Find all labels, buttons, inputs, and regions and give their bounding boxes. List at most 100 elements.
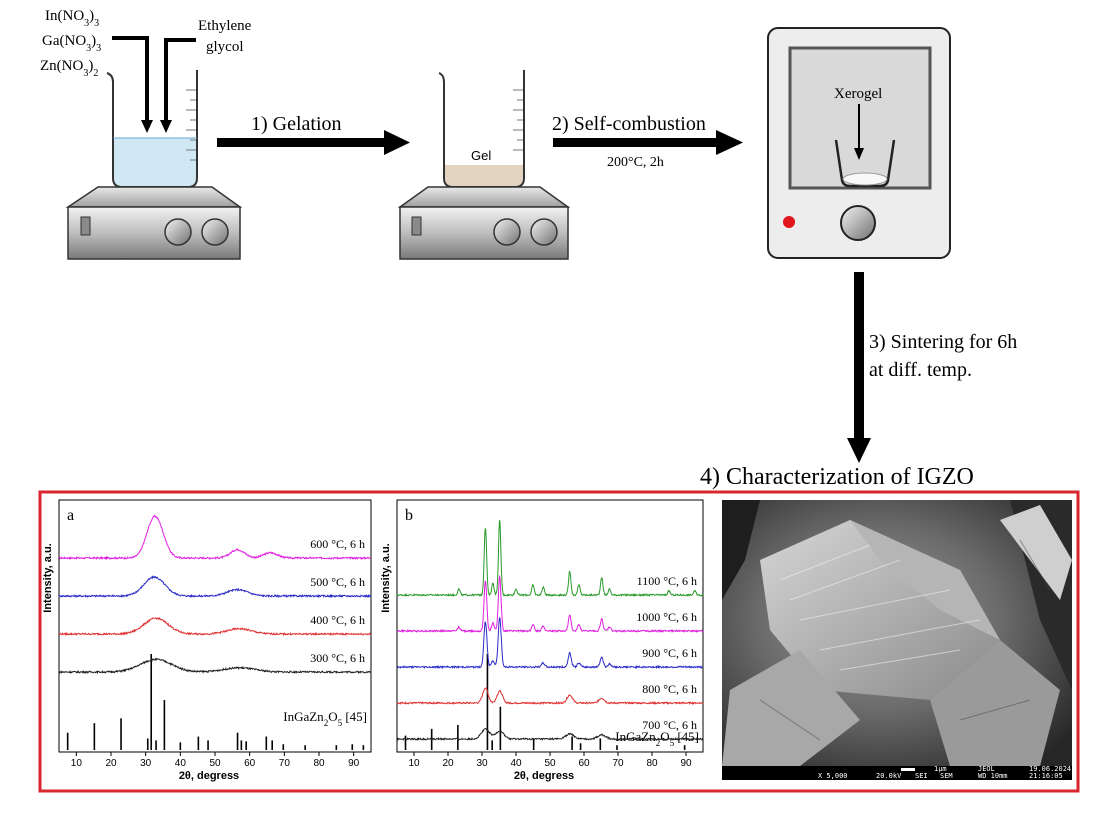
gelation-arrow (217, 130, 410, 155)
xrd-series-line (396, 574, 704, 634)
chart-x-tick-label: 70 (279, 758, 291, 769)
chart-x-tick-label: 10 (408, 758, 420, 769)
chart-x-tick-label: 70 (612, 758, 624, 769)
xrd-series-label: 500 °C, 6 h (310, 575, 365, 589)
sem-mode: SEI (915, 772, 928, 780)
glycol-arrow-head (160, 120, 172, 133)
step-self-combustion-label: 2) Self-combustion (552, 113, 706, 135)
reference-label: InGaZn2O5 [45] (615, 729, 699, 748)
xrd-series-label: 400 °C, 6 h (310, 613, 365, 627)
chart-x-tick-label: 60 (578, 758, 590, 769)
sintering-arrow (847, 272, 871, 463)
xrd-series-line (396, 520, 704, 598)
glycol-feed-arrow (164, 38, 196, 122)
xrd-chart-a: a 10 20 30 40 50 60 70 80 90 2θ, degress Intensity,… (42, 499, 372, 782)
xerogel-label: Xerogel (834, 86, 882, 102)
sem-date: 19.06.2024 (1029, 765, 1071, 773)
xrd-series-line (396, 727, 704, 742)
chart-x-tick-label: 90 (680, 758, 692, 769)
sem-type: SEM (940, 772, 953, 780)
sem-vendor: JEOL (978, 765, 995, 773)
hotplate-1-knob-right (201, 218, 229, 246)
xrd-series-line (396, 687, 704, 706)
chart-x-tick-label: 60 (244, 758, 256, 769)
xrd-series-label: 800 °C, 6 h (642, 682, 697, 696)
furnace-indicator-light (783, 216, 795, 228)
hotplate-1 (65, 186, 243, 260)
chart-y-axis-label: Intensity, a.u. (380, 543, 392, 612)
xrd-chart-b: b 10 20 30 40 50 60 70 80 90 2θ, degress Intensity,… (380, 499, 704, 782)
xrd-series-label: 900 °C, 6 h (642, 646, 697, 660)
results-frame (38, 490, 1080, 793)
hotplate-2 (397, 186, 571, 260)
self-combustion-conditions: 200°C, 2h (607, 155, 664, 170)
chart-x-tick-label: 30 (476, 758, 488, 769)
xrd-series-label: 300 °C, 6 h (310, 651, 365, 665)
step-characterization-title: 4) Characterization of IGZO (700, 464, 974, 490)
chart-plot-frame (396, 499, 704, 753)
chart-x-tick-label: 40 (510, 758, 522, 769)
sem-info-bar (722, 766, 1072, 780)
xerogel-powder (842, 172, 888, 186)
xrd-series-line (58, 575, 372, 599)
hotplate-1-knob-left (164, 218, 192, 246)
chart-x-tick-label: 90 (348, 758, 360, 769)
hotplate-2-knob-right (530, 218, 558, 246)
sem-image: 1μm JEOL 19.06.2024 X 5,000 20.0kV SEI S… (722, 500, 1072, 780)
solution-liquid (114, 138, 196, 186)
chart-x-tick-label: 20 (105, 758, 117, 769)
chart-panel-letter: a (67, 507, 74, 524)
reagent-ga-nitrate: Ga(NO3)3 (42, 33, 101, 54)
xrd-series-line (58, 657, 372, 675)
gel-label: Gel (471, 148, 491, 163)
crucible (834, 139, 896, 188)
beaker-solution (106, 70, 198, 188)
beaker-gel: Gel (438, 70, 525, 188)
chart-y-axis-label: Intensity, a.u. (42, 543, 54, 612)
xrd-series-label: 600 °C, 6 h (310, 537, 365, 551)
reagent-zn-nitrate: Zn(NO3)2 (40, 58, 98, 79)
xrd-series-line (58, 616, 372, 637)
reagent-ethylene: Ethylene (198, 18, 252, 34)
chart-plot-frame (58, 499, 372, 753)
step-sintering-line1: 3) Sintering for 6h (869, 331, 1017, 353)
reagent-glycol: glycol (206, 39, 244, 55)
muffle-furnace: Xerogel (767, 27, 951, 259)
beaker-2-glass (438, 70, 525, 188)
xrd-series-label: 1100 °C, 6 h (637, 574, 697, 588)
chart-x-tick-label: 80 (646, 758, 658, 769)
step-gelation-label: 1) Gelation (251, 113, 342, 135)
self-combustion-arrow (553, 130, 743, 155)
chart-x-axis-label: 2θ, degress (179, 770, 239, 782)
chart-panel-letter: b (405, 507, 413, 524)
sem-working-distance: WD 10mm (978, 772, 1008, 780)
chart-x-tick-label: 30 (140, 758, 152, 769)
sem-scale-bar (901, 768, 915, 771)
nitrate-feed-arrow (112, 36, 149, 122)
chart-x-tick-label: 20 (442, 758, 454, 769)
sem-magnification: X 5,000 (818, 772, 848, 780)
gel-layer (445, 165, 523, 186)
chart-x-tick-label: 50 (544, 758, 556, 769)
xrd-series-label: 700 °C, 6 h (642, 718, 697, 732)
xrd-series-line (59, 514, 371, 561)
sem-voltage: 20.0kV (876, 772, 902, 780)
sem-scale-text: 1μm (934, 765, 947, 773)
reagent-in-nitrate: In(NO3)3 (45, 8, 99, 29)
chart-x-tick-label: 80 (313, 758, 325, 769)
chart-x-tick-label: 50 (209, 758, 221, 769)
reference-label: InGaZn2O5 [45] (283, 709, 367, 728)
beaker-1-graduations (186, 89, 196, 161)
xrd-series-label: 1000 °C, 6 h (636, 610, 697, 624)
sem-time: 21:16:05 (1029, 772, 1063, 780)
nitrate-arrow-head (141, 120, 153, 133)
chart-x-tick-label: 40 (175, 758, 187, 769)
furnace-knob (840, 205, 876, 241)
chart-x-axis-label: 2θ, degress (514, 770, 574, 782)
reagent-labels: In(NO3)3 Ga(NO3)3 Zn(NO3)2 Ethylene glyc… (40, 8, 252, 79)
hotplate-2-knob-left (493, 218, 521, 246)
chart-x-tick-label: 10 (71, 758, 83, 769)
xrd-series-line (396, 616, 704, 670)
feed-arrows (112, 36, 196, 122)
